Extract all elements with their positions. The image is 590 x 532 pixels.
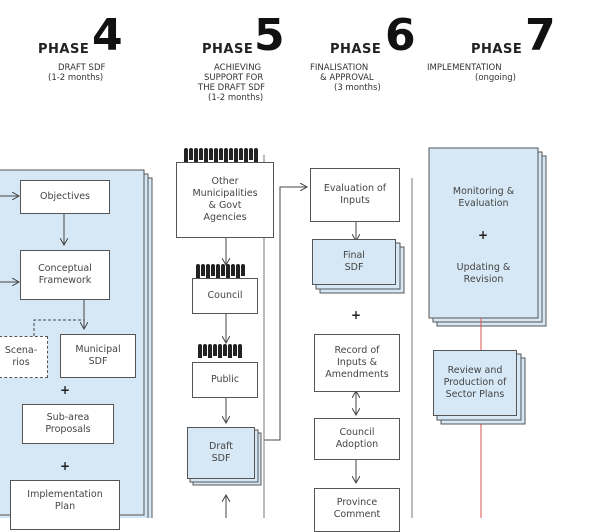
conceptual-framework-box: Conceptual Framework	[20, 250, 110, 300]
draft-label-1: Draft	[209, 441, 233, 452]
phase-6-number: 6	[385, 10, 416, 61]
public-label: Public	[210, 374, 240, 385]
other-label-2: Municipalities	[192, 188, 258, 199]
phase-5-number: 5	[254, 10, 285, 61]
phase-7-panel-layer-1	[428, 147, 539, 319]
phase-7-subtitle-1: IMPLEMENTATION	[427, 63, 502, 73]
adoption-label-1: Council	[339, 427, 375, 438]
phase-5-subtitle-4: (1-2 months)	[208, 93, 264, 103]
monitoring-text: Monitoring & Evaluation	[429, 186, 538, 210]
phase-4-number: 4	[92, 10, 123, 61]
evaluation-label-2: Inputs	[340, 195, 370, 206]
scenarios-box: Scena- rios	[0, 336, 48, 378]
subarea-label-1: Sub-area	[46, 412, 90, 423]
conceptual-label-1: Conceptual	[38, 263, 92, 274]
phase-4-subtitle-1: DRAFT SDF	[58, 63, 106, 73]
phase-4-plus-1: +	[60, 383, 71, 397]
draft-sdf-box: Draft SDF	[187, 427, 255, 479]
updating-label-1: Updating &	[456, 262, 511, 273]
implementation-plan-box: Implementation Plan	[10, 480, 120, 530]
scenarios-label-1: Scena-	[4, 345, 38, 356]
people-icon-agencies	[184, 148, 258, 162]
objectives-label: Objectives	[40, 191, 90, 202]
implementation-label-1: Implementation	[27, 489, 103, 500]
other-label-1: Other	[211, 176, 239, 187]
municipal-sdf-box: Municipal SDF	[60, 334, 136, 378]
other-label-3: & Govt	[208, 200, 242, 211]
review-label-2: Production of	[443, 377, 507, 388]
province-comment-box: Province Comment	[314, 488, 400, 532]
subarea-proposals-box: Sub-area Proposals	[22, 404, 114, 444]
phase-5-header: PHASE 5 ACHIEVING SUPPORT FOR THE DRAFT …	[150, 0, 300, 125]
council-adoption-box: Council Adoption	[314, 418, 400, 460]
objectives-box: Objectives	[20, 180, 110, 214]
review-label-1: Review and	[447, 365, 503, 376]
phase-4-word: PHASE	[38, 42, 90, 57]
final-sdf-box: Final SDF	[312, 239, 396, 285]
scenarios-label-2: rios	[12, 357, 30, 368]
phase-6-word: PHASE	[330, 42, 382, 57]
people-icon-council	[196, 264, 245, 278]
draft-label-2: SDF	[211, 453, 231, 464]
province-label-1: Province	[336, 497, 378, 508]
record-label-3: Amendments	[325, 369, 389, 380]
phase-6-subtitle-1: FINALISATION	[310, 63, 369, 73]
conceptual-label-2: Framework	[38, 275, 92, 286]
other-municipalities-box: Other Municipalities & Govt Agencies	[176, 162, 274, 238]
phase-4-header: PHASE 4 DRAFT SDF (1-2 months)	[0, 0, 150, 110]
record-label-2: Inputs &	[337, 357, 377, 368]
updating-text: Updating & Revision	[429, 262, 538, 286]
record-label-1: Record of	[334, 345, 380, 356]
other-label-4: Agencies	[203, 212, 247, 223]
phase-6-plus: +	[351, 308, 362, 322]
adoption-label-2: Adoption	[335, 439, 379, 450]
phase-5-subtitle-1: ACHIEVING	[214, 63, 262, 73]
phase-5-subtitle-2: SUPPORT FOR	[204, 73, 264, 83]
municipal-label-1: Municipal	[75, 344, 121, 355]
phase-5-word: PHASE	[202, 42, 254, 57]
monitoring-label-1: Monitoring &	[452, 186, 515, 197]
province-label-2: Comment	[333, 509, 381, 520]
phase-5-subtitle-3: THE DRAFT SDF	[198, 83, 266, 93]
phase-4-plus-2: +	[60, 459, 71, 473]
final-label-2: SDF	[344, 262, 364, 273]
phase-7-number: 7	[525, 10, 556, 61]
people-icon-public	[198, 344, 242, 358]
monitoring-label-2: Evaluation	[458, 198, 509, 209]
phase-4-subtitle-2: (1-2 months)	[48, 73, 104, 83]
updating-label-2: Revision	[463, 274, 504, 285]
review-sector-plans-box: Review and Production of Sector Plans	[433, 350, 517, 416]
final-label-1: Final	[343, 250, 365, 261]
municipal-label-2: SDF	[88, 356, 108, 367]
phase-7-word: PHASE	[471, 42, 523, 57]
council-box: Council	[192, 278, 258, 314]
review-label-3: Sector Plans	[445, 389, 505, 400]
phase-7-plus: +	[478, 228, 489, 242]
implementation-label-2: Plan	[54, 501, 76, 512]
phase-6-header: PHASE 6 FINALISATION & APPROVAL (3 month…	[300, 0, 420, 110]
phase-6-subtitle-2: & APPROVAL	[320, 73, 374, 83]
public-box: Public	[192, 362, 258, 398]
council-label: Council	[207, 290, 243, 301]
record-inputs-box: Record of Inputs & Amendments	[314, 334, 400, 392]
phase-7-subtitle-2: (ongoing)	[475, 73, 516, 83]
evaluation-label-1: Evaluation of	[323, 183, 387, 194]
phase-7-header: PHASE 7 IMPLEMENTATION (ongoing)	[425, 0, 585, 110]
subarea-label-2: Proposals	[45, 424, 91, 435]
evaluation-inputs-box: Evaluation of Inputs	[310, 168, 400, 222]
phase-6-subtitle-3: (3 months)	[334, 83, 381, 93]
